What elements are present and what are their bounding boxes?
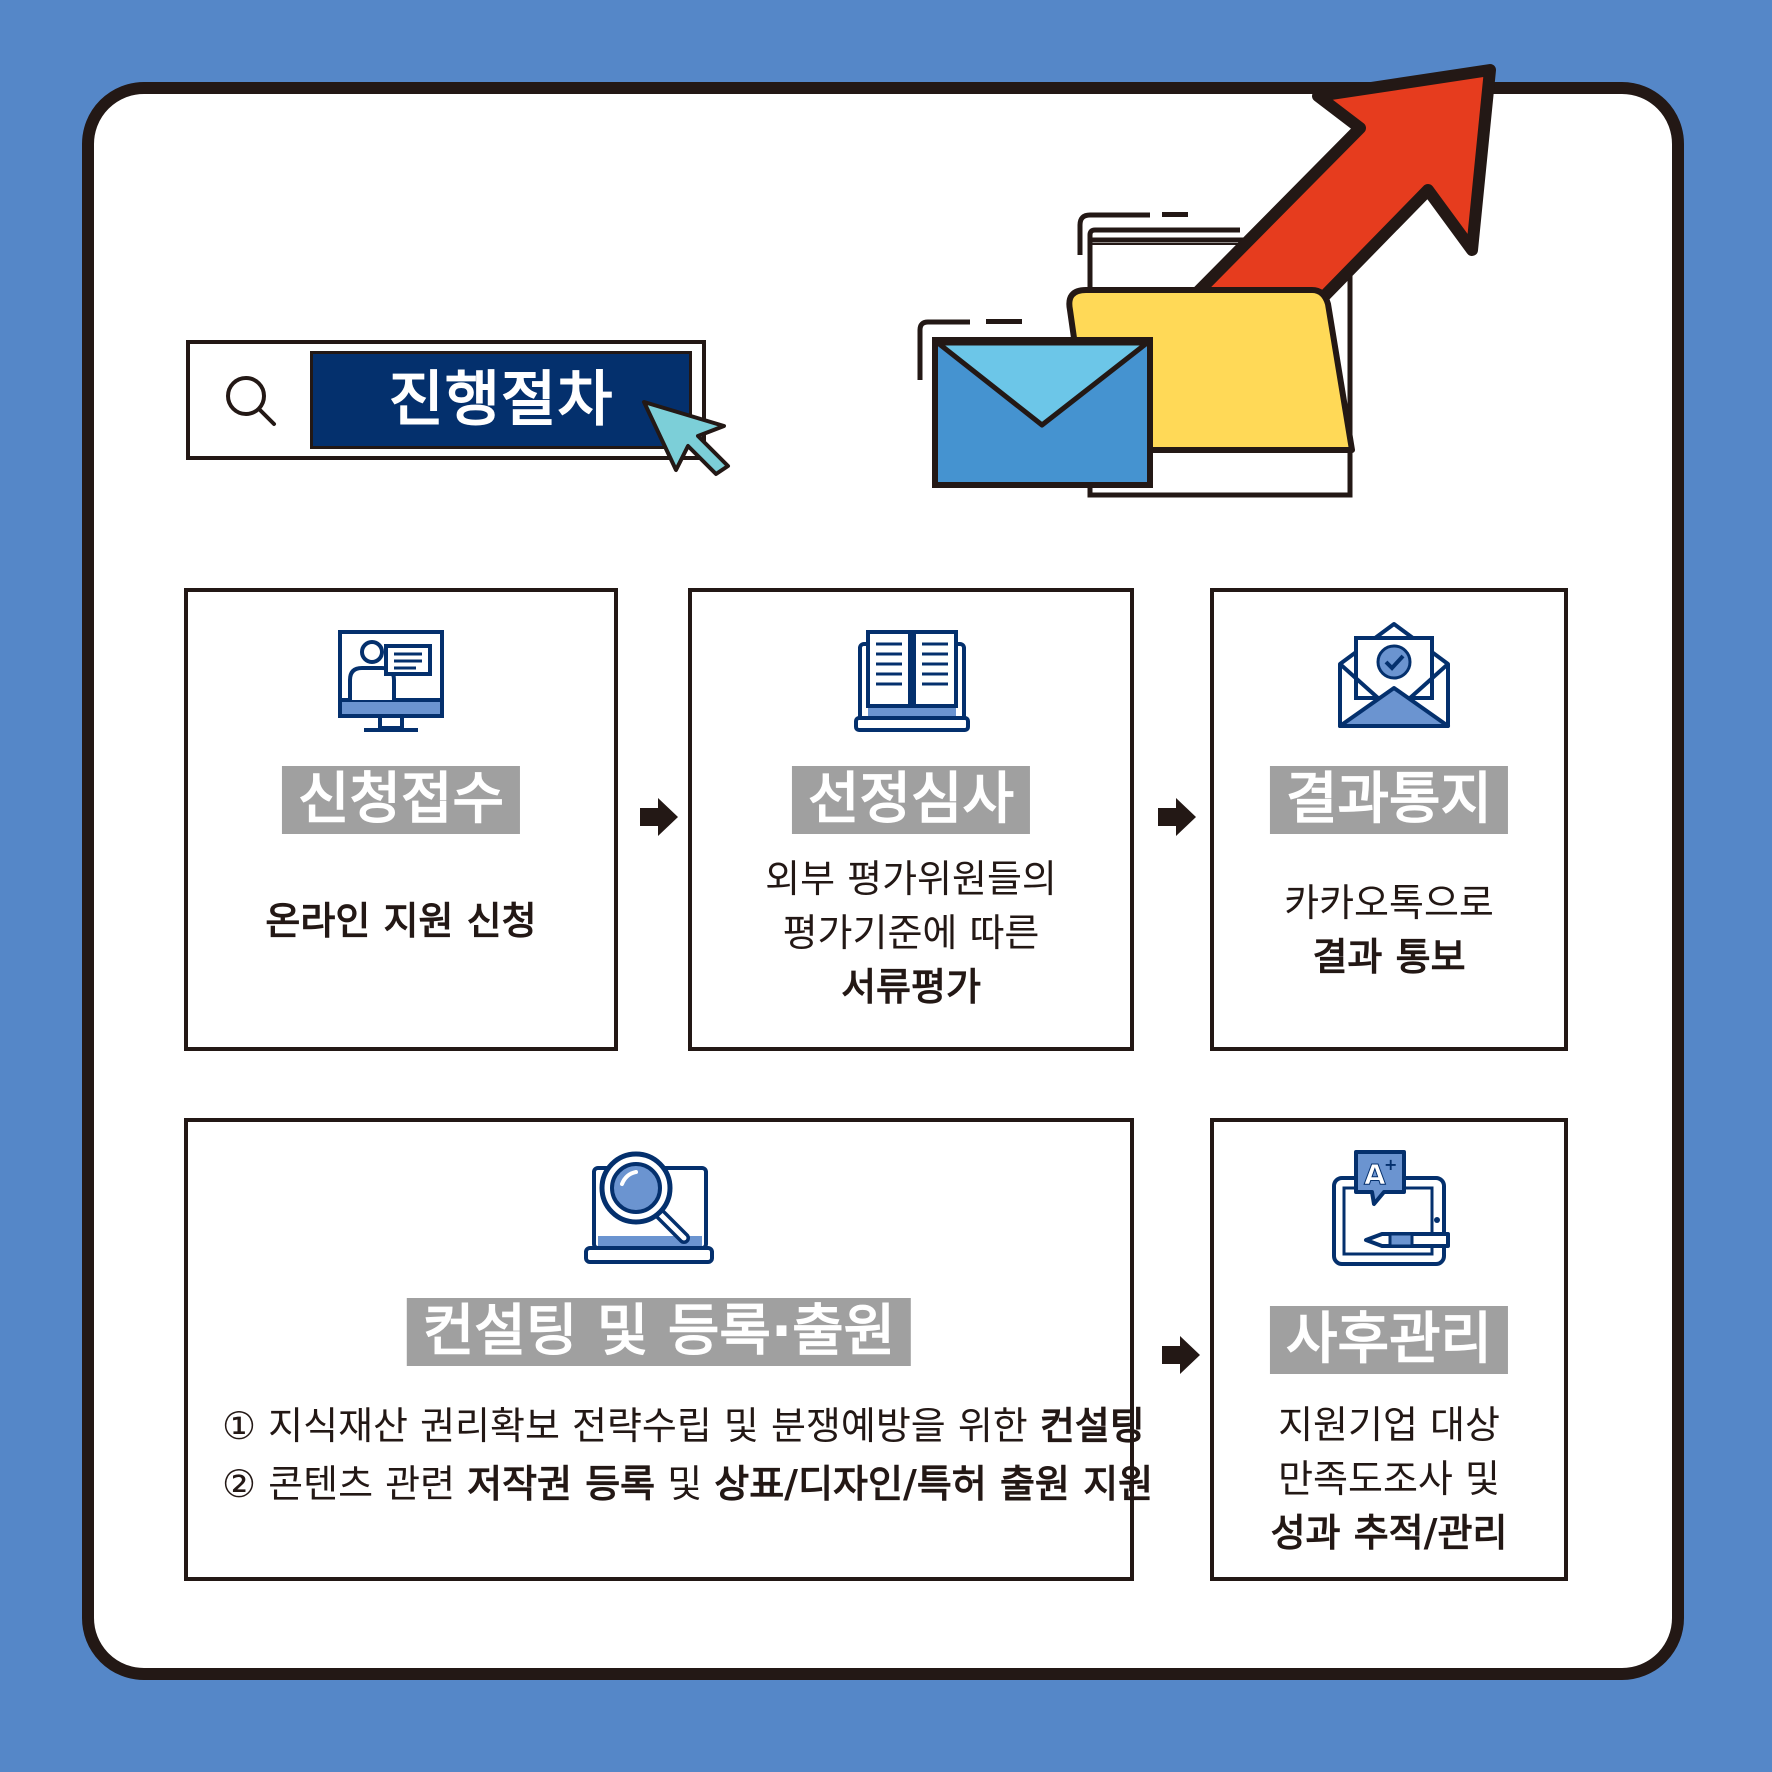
step-label: 결과통지 bbox=[1269, 766, 1509, 834]
step-description: 카카오톡으로 결과 통보 bbox=[1214, 876, 1564, 984]
monitor-person-icon bbox=[338, 630, 444, 732]
step-line: 결과 통보 bbox=[1312, 935, 1466, 979]
cursor-arrow-icon bbox=[642, 400, 730, 476]
magnifier-icon bbox=[226, 376, 276, 426]
page-title: 진행절차 bbox=[310, 351, 692, 449]
step-box-application: 신청접수 온라인 지원 신청 bbox=[184, 588, 618, 1051]
consulting-label: 컨설팅 및 등록·출원 bbox=[406, 1298, 912, 1366]
step-description: 외부 평가위원들의 평가기준에 따른 서류평가 bbox=[692, 852, 1130, 1014]
step-line: 평가기준에 따른 bbox=[782, 911, 1040, 955]
tablet-grade-icon: A + bbox=[1332, 1150, 1450, 1266]
step-label: 신청접수 bbox=[281, 766, 521, 834]
consulting-description: ① 지식재산 권리확보 전략수립 및 분쟁예방을 위한 컨설팅 ② 콘텐츠 관련… bbox=[222, 1397, 1153, 1513]
laptop-magnifier-icon bbox=[584, 1151, 714, 1264]
step-line: 서류평가 bbox=[841, 965, 981, 1009]
svg-text:+: + bbox=[1384, 1155, 1397, 1174]
aftercare-line: 성과 추적/관리 bbox=[1270, 1511, 1508, 1555]
step-line: 외부 평가위원들의 bbox=[765, 857, 1057, 901]
aftercare-line: 만족도조사 및 bbox=[1278, 1457, 1500, 1501]
flow-arrow bbox=[1158, 798, 1196, 836]
step-line: 카카오톡으로 bbox=[1284, 881, 1494, 925]
step-description: 온라인 지원 신청 bbox=[188, 894, 614, 948]
aftercare-line: 지원기업 대상 bbox=[1278, 1403, 1500, 1447]
step-box-aftercare: A + 사후관리 지원기업 대상 만족도조사 및 성과 추적/관리 bbox=[1210, 1118, 1568, 1581]
consulting-item: ① 지식재산 권리확보 전략수립 및 분쟁예방을 위한 컨설팅 bbox=[222, 1404, 1145, 1448]
aftercare-label: 사후관리 bbox=[1269, 1306, 1509, 1374]
mail-check-icon bbox=[1338, 622, 1450, 728]
svg-text:A: A bbox=[1364, 1158, 1386, 1191]
step-box-screening: 선정심사 외부 평가위원들의 평가기준에 따른 서류평가 bbox=[688, 588, 1134, 1051]
envelope-folder-growth-icon bbox=[917, 64, 1496, 498]
step-label: 선정심사 bbox=[791, 766, 1031, 834]
open-book-icon bbox=[854, 630, 970, 732]
flow-arrow bbox=[640, 798, 678, 836]
step-box-notification: 결과통지 카카오톡으로 결과 통보 bbox=[1210, 588, 1568, 1051]
step-box-consulting: 컨설팅 및 등록·출원 ① 지식재산 권리확보 전략수립 및 분쟁예방을 위한 … bbox=[184, 1118, 1153, 1581]
aftercare-description: 지원기업 대상 만족도조사 및 성과 추적/관리 bbox=[1214, 1398, 1564, 1560]
flow-arrow bbox=[1162, 1336, 1200, 1374]
consulting-item: ② 콘텐츠 관련 저작권 등록 및 상표/디자인/특허 출원 지원 bbox=[222, 1462, 1154, 1506]
step-line: 온라인 지원 신청 bbox=[265, 899, 537, 943]
